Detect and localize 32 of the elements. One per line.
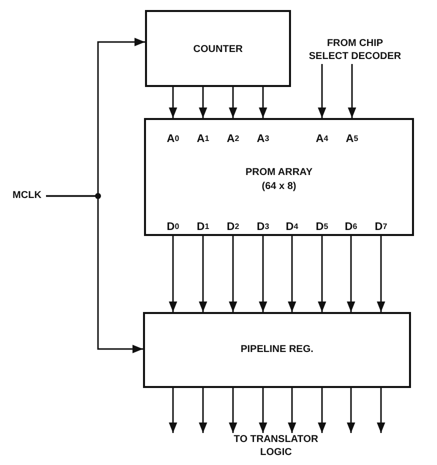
arrow bbox=[348, 64, 356, 118]
arrow bbox=[288, 388, 296, 433]
block-label: PROM ARRAY (64 x 8) bbox=[244, 166, 314, 194]
block-box bbox=[144, 118, 414, 236]
block-label: PIPELINE REG. bbox=[240, 343, 314, 357]
arrow bbox=[168, 236, 178, 312]
arrow bbox=[376, 236, 386, 312]
block-box bbox=[145, 10, 291, 87]
arrow bbox=[288, 236, 296, 312]
arrow bbox=[228, 388, 238, 433]
arrow bbox=[228, 87, 238, 118]
arrow bbox=[258, 87, 268, 118]
arrow bbox=[318, 388, 326, 433]
arrow bbox=[198, 87, 208, 118]
signal-label: FROM CHIP SELECT DECODER bbox=[308, 37, 402, 63]
block-label: COUNTER bbox=[192, 43, 244, 57]
arrow bbox=[346, 236, 356, 312]
arrow bbox=[346, 388, 356, 433]
arrow bbox=[198, 236, 208, 312]
signal-label: MCLK bbox=[12, 189, 42, 202]
arrow bbox=[168, 87, 178, 118]
arrow bbox=[258, 236, 268, 312]
arrow bbox=[376, 388, 386, 433]
arrow bbox=[198, 388, 208, 433]
arrow bbox=[168, 388, 178, 433]
signal-label: TO TRANSLATOR LOGIC bbox=[232, 433, 320, 459]
arrow bbox=[228, 236, 238, 312]
arrow bbox=[46, 195, 143, 354]
arrow bbox=[318, 64, 326, 118]
arrow bbox=[258, 388, 268, 433]
arrow bbox=[318, 236, 326, 312]
block-box bbox=[143, 312, 411, 388]
